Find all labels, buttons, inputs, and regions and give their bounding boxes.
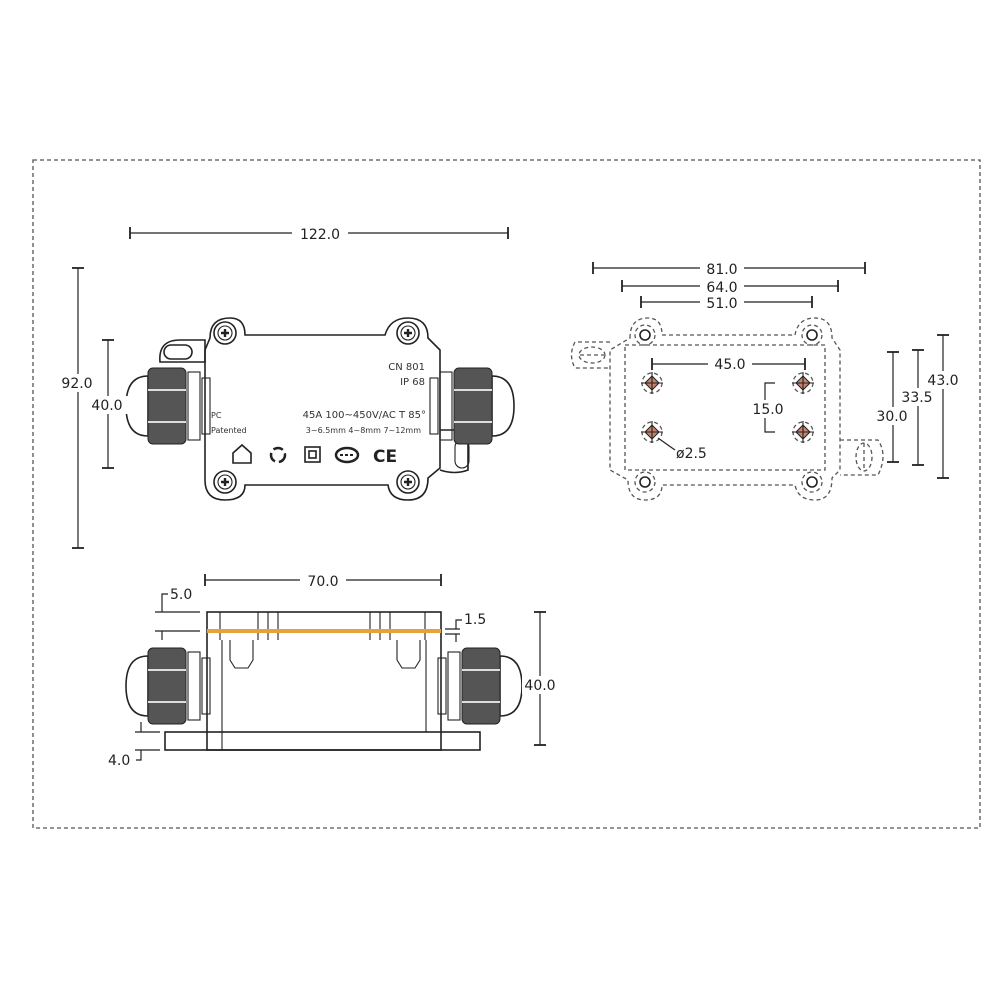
ccc-icon xyxy=(334,446,360,464)
dim-lid: 5.0 xyxy=(170,587,192,603)
dim-body: 51.0 xyxy=(706,296,737,312)
mounting-hole xyxy=(791,420,815,444)
dim-height-33: 33.5 xyxy=(901,390,932,406)
mounting-hole xyxy=(791,371,815,395)
screw-icon xyxy=(212,320,238,346)
dim-hole-diameter: ø2.5 xyxy=(676,446,707,462)
mounting-hole xyxy=(640,371,664,395)
double-insulation-icon xyxy=(304,446,321,463)
screw-icon xyxy=(395,320,421,346)
side-view: 70.0 5.0 1.5 40.0 4.0 xyxy=(108,571,560,769)
rating-label: 45A 100~450V/AC T 85° xyxy=(303,410,426,421)
ce-mark: CE xyxy=(373,447,397,467)
gasket xyxy=(207,629,441,633)
drawing-frame xyxy=(32,159,981,829)
cable-gland-right xyxy=(437,647,523,725)
cable-gland-left xyxy=(125,367,211,445)
dim-side-length: 70.0 xyxy=(307,574,338,590)
dim-base: 4.0 xyxy=(108,753,130,769)
dim-hole-x: 45.0 xyxy=(714,357,745,373)
screw-icon xyxy=(395,469,421,495)
patented-label: Patented xyxy=(211,426,247,435)
material-label: PC xyxy=(211,411,222,420)
dim-flange: 64.0 xyxy=(706,280,737,296)
dim-side-height: 40.0 xyxy=(524,678,555,694)
top-view: CN 801 IP 68 PC Patented 45A 100~450V/AC… xyxy=(58,224,515,549)
cable-range-label: 3~6.5mm 4~8mm 7~12mm xyxy=(306,426,421,435)
dim-height: 92.0 xyxy=(61,376,92,392)
dim-height-30: 30.0 xyxy=(876,409,907,425)
enclosure-body xyxy=(204,317,441,501)
dim-height-43: 43.0 xyxy=(927,373,958,389)
mounting-view: 81.0 64.0 51.0 45.0 15.0 ø2.5 30.0 33.5 … xyxy=(570,259,962,501)
dim-overall: 81.0 xyxy=(706,262,737,278)
model-label: CN 801 xyxy=(388,362,425,373)
cable-gland-right xyxy=(429,367,515,445)
dim-gasket: 1.5 xyxy=(464,612,486,628)
dim-length: 122.0 xyxy=(300,227,340,243)
house-icon xyxy=(232,443,252,464)
dim-hole-y: 15.0 xyxy=(752,402,783,418)
dim-body-height: 40.0 xyxy=(91,398,122,414)
recycle-icon xyxy=(269,446,287,464)
ip-label: IP 68 xyxy=(400,377,425,388)
screw-icon xyxy=(212,469,238,495)
cable-gland-left xyxy=(125,647,211,725)
